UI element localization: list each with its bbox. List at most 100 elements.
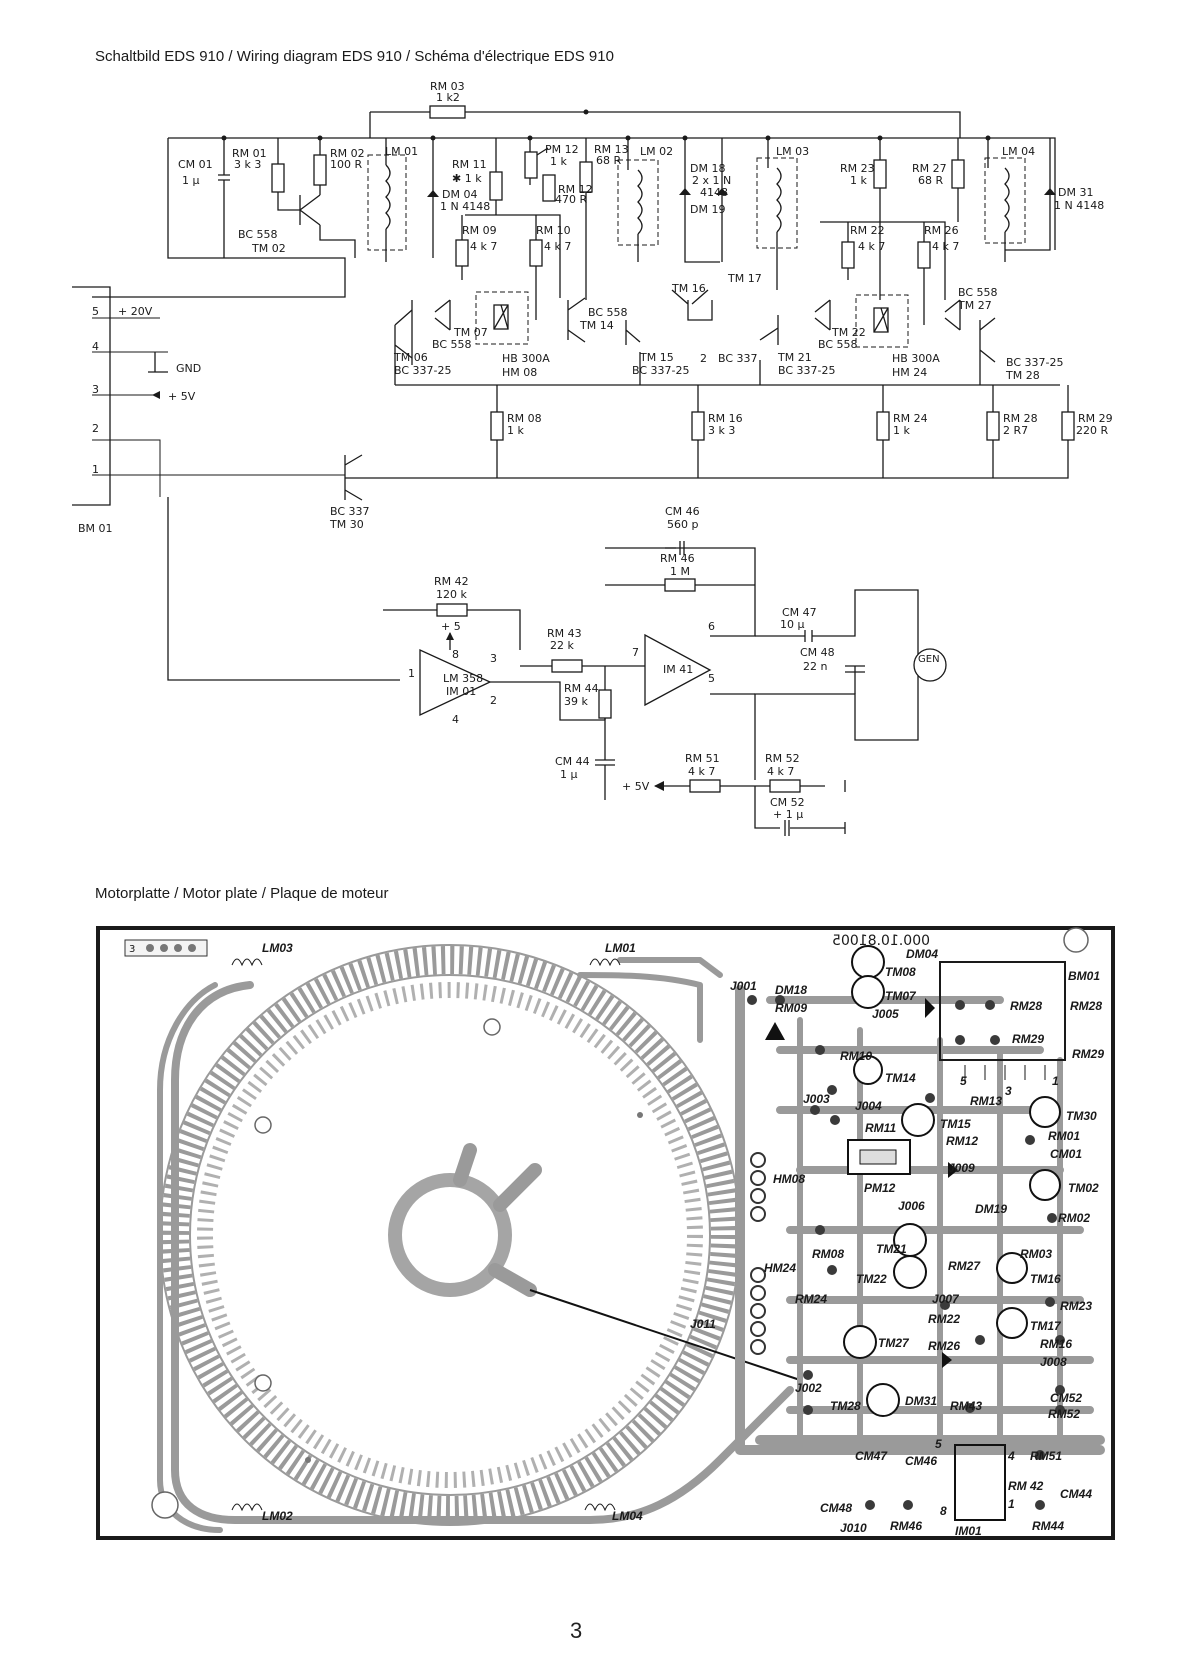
label-im41: IM 41 — [663, 663, 693, 676]
pcb-label-rm10: RM10 — [840, 1049, 872, 1063]
label-pm12-value: 1 k — [550, 155, 567, 168]
label-rm23: RM 23 — [840, 162, 875, 175]
label-cm01: CM 01 — [178, 158, 213, 171]
pcb-label-tm30: TM30 — [1066, 1109, 1097, 1123]
pcb-label-tm22: TM22 — [856, 1272, 887, 1286]
label-pin1b: 1 — [408, 667, 415, 680]
label-rm46-value: 1 M — [670, 565, 690, 578]
pcb-label-dm04: DM04 — [906, 947, 938, 961]
pcb-label-tm15: TM15 — [940, 1117, 971, 1131]
label-lm04: LM 04 — [1002, 145, 1035, 158]
label-lm03: LM 03 — [776, 145, 809, 158]
pcb-label-rm08: RM08 — [812, 1247, 844, 1261]
pcb-label-j007: J007 — [932, 1292, 960, 1306]
label-rm22: RM 22 — [850, 224, 885, 237]
label-two: 2 — [700, 352, 707, 365]
pcb-label-cm46: CM46 — [905, 1454, 937, 1468]
label-rm24-value: 1 k — [893, 424, 910, 437]
label-bc337-mid: BC 337 — [718, 352, 758, 365]
pcb-label-rm26: RM26 — [928, 1339, 960, 1353]
label-bc558-tm27: BC 558 — [958, 286, 998, 299]
pcb-label-lm02: LM02 — [262, 1509, 293, 1523]
pcb-label-rm43: RM43 — [950, 1399, 982, 1413]
pcb-label-tm02: TM02 — [1068, 1181, 1099, 1195]
pcb-label-rm01: RM01 — [1048, 1129, 1080, 1143]
label-bc337-tm06: BC 337-25 — [394, 364, 452, 377]
label-rm13: RM 13 — [594, 143, 629, 156]
pcb-label-tm14: TM14 — [885, 1071, 916, 1085]
label-bc558-tm02: BC 558 — [238, 228, 278, 241]
label-cm47-value: 10 μ — [780, 618, 805, 631]
label-rm09: RM 09 — [462, 224, 497, 237]
label-pm12: PM 12 — [545, 143, 579, 156]
pcb-label-rm16: RM16 — [1040, 1337, 1072, 1351]
pcb-label-hm08: HM08 — [773, 1172, 805, 1186]
label-cm52-value: + 1 μ — [773, 808, 803, 821]
pcb-label-rm12: RM12 — [946, 1134, 978, 1148]
label-rm12-value: 470 R — [555, 193, 587, 206]
pcb-label-rm29-a: RM29 — [1012, 1032, 1044, 1046]
pcb-label-j003: J003 — [803, 1092, 830, 1106]
label-rm08-value: 1 k — [507, 424, 524, 437]
label-cm48-value: 22 n — [803, 660, 827, 673]
label-dm31: DM 31 — [1058, 186, 1093, 199]
label-pin5b: 5 — [708, 672, 715, 685]
label-cm48: CM 48 — [800, 646, 835, 659]
pcb-label-rm27: RM27 — [948, 1259, 981, 1273]
pcb-label-tm28: TM28 — [830, 1399, 861, 1413]
label-pin7: 7 — [632, 646, 639, 659]
label-rm43-value: 22 k — [550, 639, 574, 652]
pcb-label-pin8: 8 — [940, 1504, 947, 1518]
label-bc558-tm14: BC 558 — [588, 306, 628, 319]
pcb-label-rm28-b: RM28 — [1070, 999, 1102, 1013]
pcb-label-j008: J008 — [1040, 1355, 1067, 1369]
pcb-label-pm12: PM12 — [864, 1181, 896, 1195]
label-hb300a-hm08: HB 300A — [502, 352, 550, 365]
label-tm22: TM 22 — [831, 326, 866, 339]
pcb-label-pin1b: 1 — [1008, 1497, 1015, 1511]
label-dm04: DM 04 — [442, 188, 477, 201]
label-20v: + 20V — [118, 305, 153, 318]
label-pin5: 5 — [92, 305, 99, 318]
label-lm01: LM 01 — [385, 145, 418, 158]
pcb-label-pin5: 5 — [960, 1074, 967, 1088]
pcb-label-rm23: RM23 — [1060, 1299, 1092, 1313]
label-pin4b: 4 — [452, 713, 459, 726]
label-tm28: TM 28 — [1005, 369, 1040, 382]
pcb-label-tm21: TM21 — [876, 1242, 907, 1256]
label-rm51: RM 51 — [685, 752, 720, 765]
label-bm01: BM 01 — [78, 522, 113, 535]
pcb-label-rm42: RM 42 — [1008, 1479, 1044, 1493]
label-tm14: TM 14 — [579, 319, 614, 332]
pcb-label-rm13: RM13 — [970, 1094, 1002, 1108]
pcb-label-j010: J010 — [840, 1521, 867, 1535]
pcb-label-rm24: RM24 — [795, 1292, 827, 1306]
label-pin1: 1 — [92, 463, 99, 476]
label-cm52: CM 52 — [770, 796, 805, 809]
pcb-label-cm48: CM48 — [820, 1501, 852, 1515]
label-bc337-tm15: BC 337-25 — [632, 364, 690, 377]
label-lm358: LM 358 — [443, 672, 483, 685]
label-rm13-value: 68 R — [596, 154, 621, 167]
label-tm27: TM 27 — [957, 299, 992, 312]
label-pin6: 6 — [708, 620, 715, 633]
label-rm51-value: 4 k 7 — [688, 765, 715, 778]
pcb-label-hm24: HM24 — [764, 1261, 796, 1275]
label-dm18-value2: 4148 — [700, 186, 728, 199]
label-hm08: HM 08 — [502, 366, 537, 379]
label-tm17: TM 17 — [727, 272, 762, 285]
label-rm52-value: 4 k 7 — [767, 765, 794, 778]
motor-plate-title: Motorplatte / Motor plate / Plaque de mo… — [95, 885, 389, 902]
label-rm44-value: 39 k — [564, 695, 588, 708]
pcb-label-im01: IM01 — [955, 1524, 982, 1538]
label-rm01-value: 3 k 3 — [234, 158, 261, 171]
label-rm42-value: 120 k — [436, 588, 467, 601]
label-rm10: RM 10 — [536, 224, 571, 237]
pcb-label-j006: J006 — [898, 1199, 925, 1213]
label-rm27: RM 27 — [912, 162, 947, 175]
label-lm02: LM 02 — [640, 145, 673, 158]
resistor-rm03 — [429, 105, 466, 119]
label-rm22-value: 4 k 7 — [858, 240, 885, 253]
label-rm26: RM 26 — [924, 224, 959, 237]
